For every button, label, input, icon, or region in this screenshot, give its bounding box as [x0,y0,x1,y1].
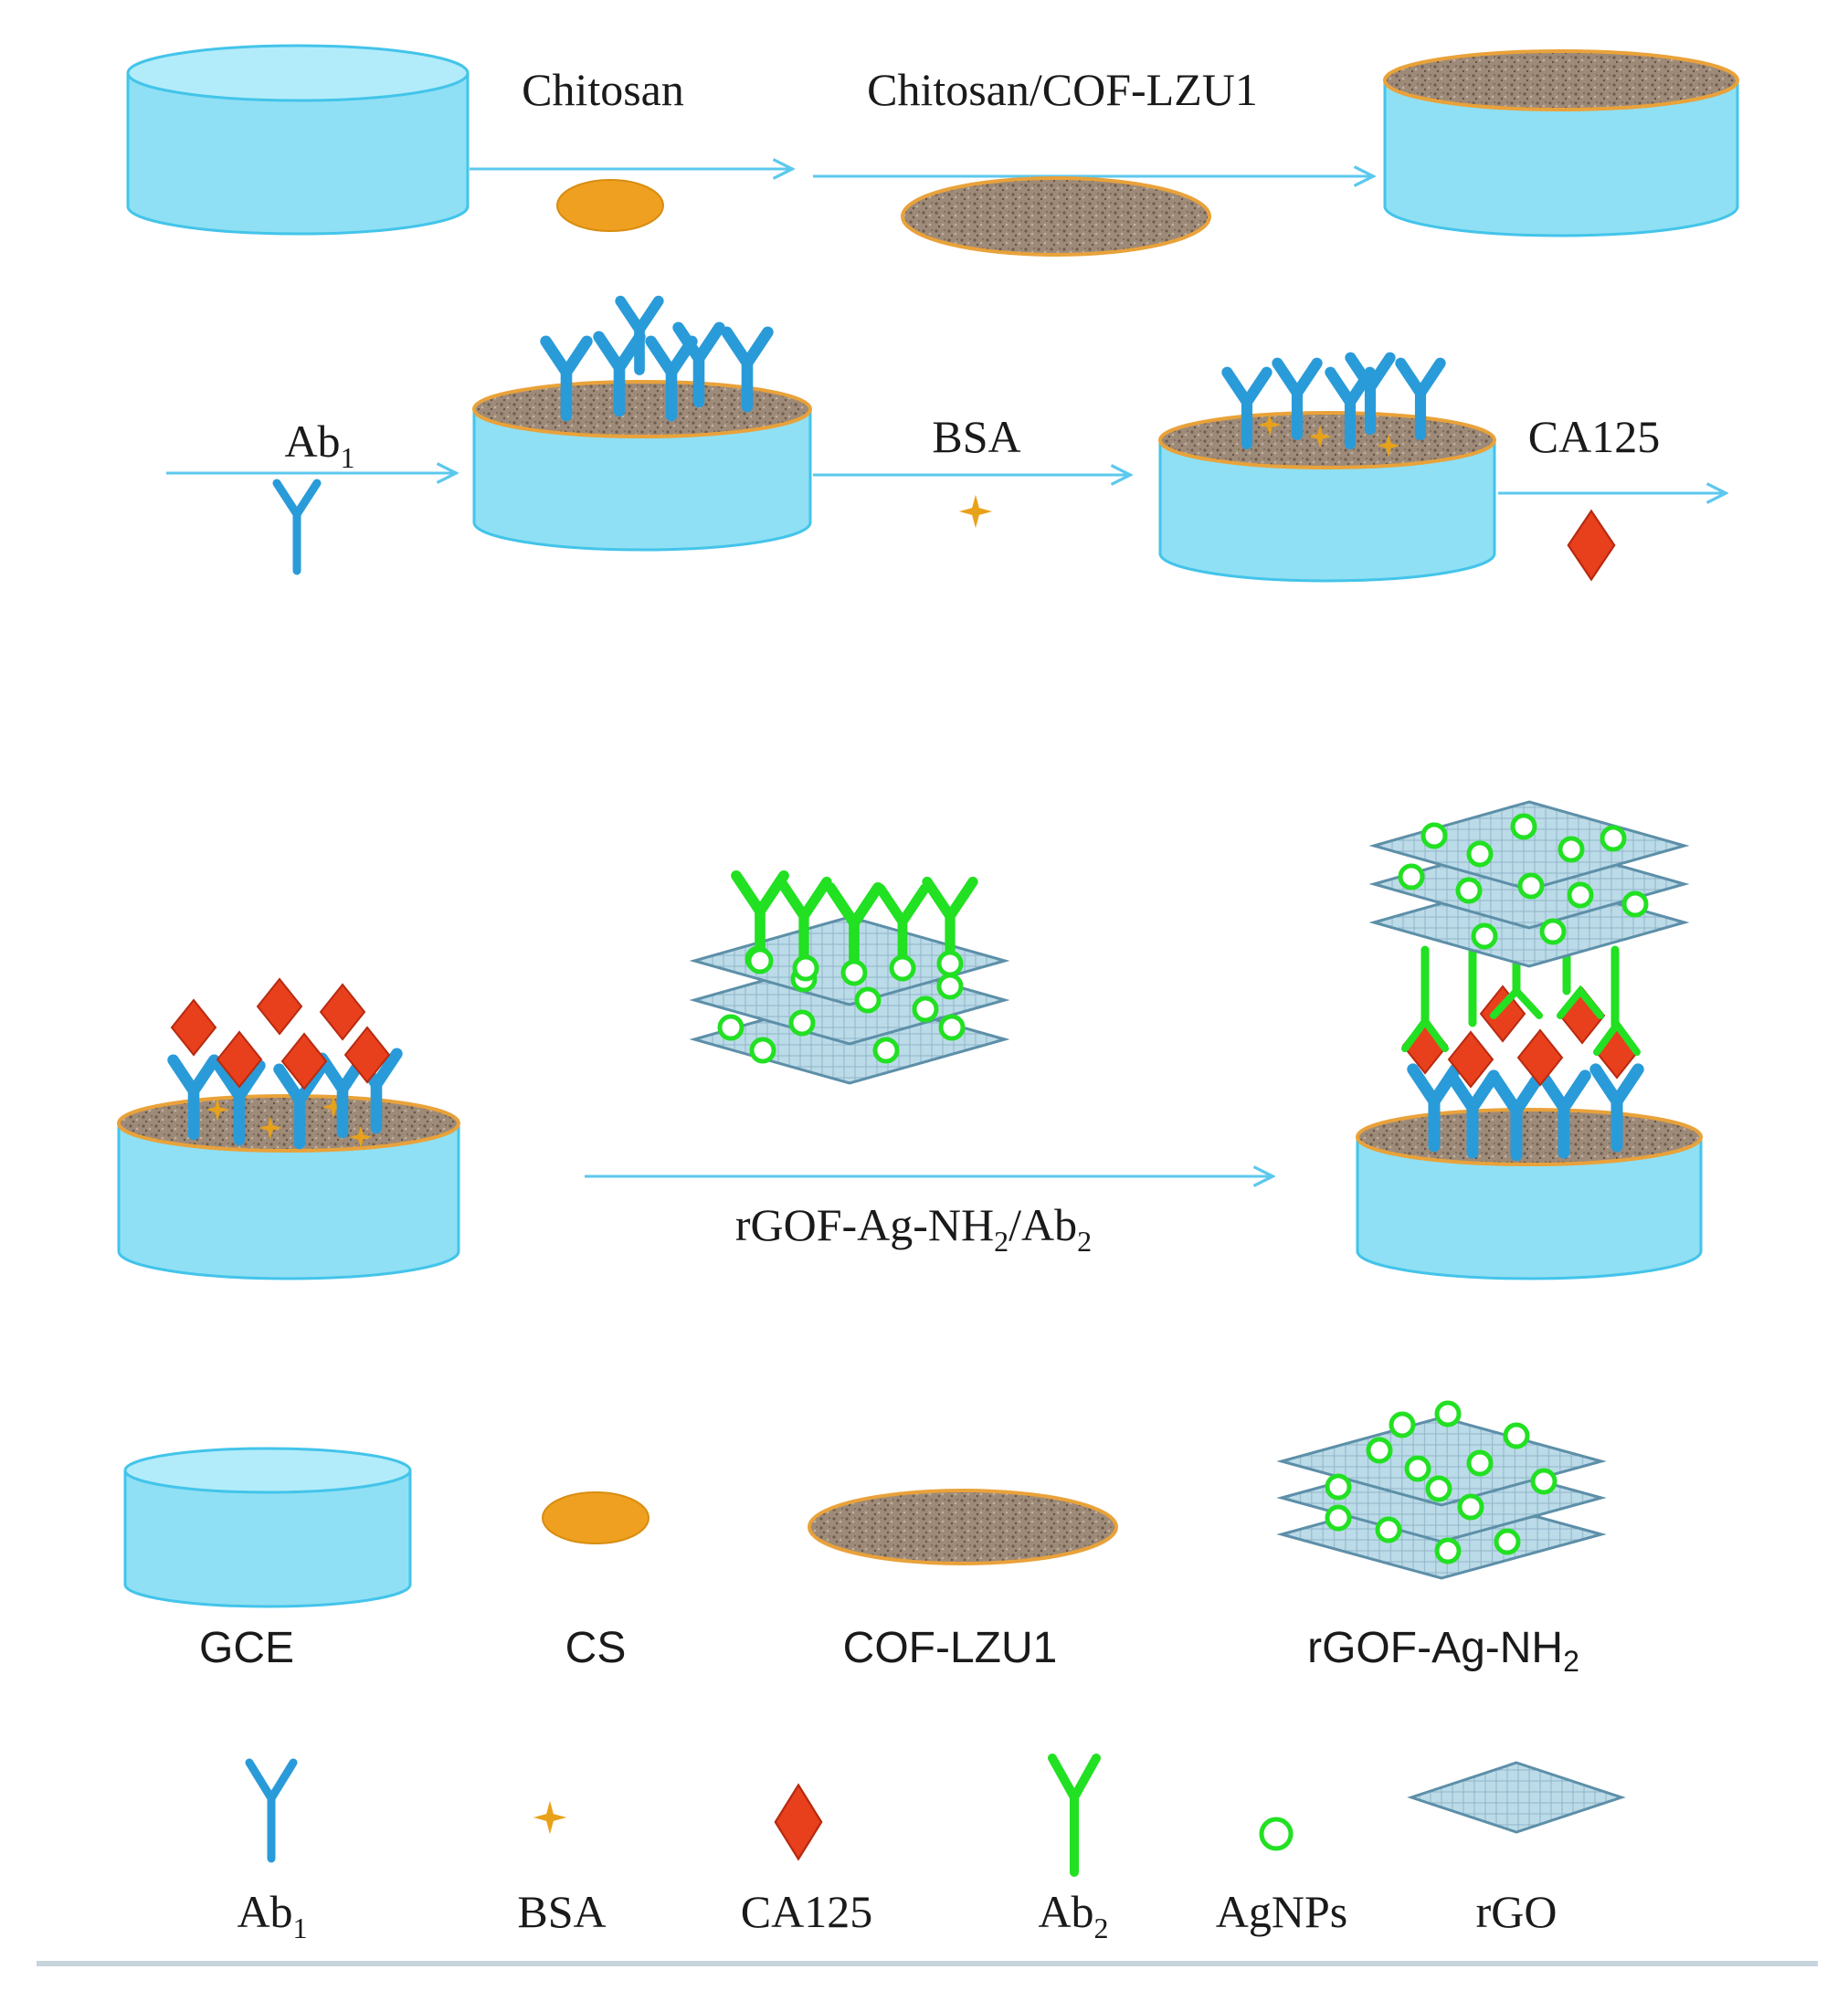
step3-sandwich-immunosensor [1356,800,1703,1280]
label-chitosan-cof: Chitosan/COF-LZU1 [867,64,1258,115]
legend-label-ab1: Ab1 [237,1886,307,1944]
step2-ab1-gce [472,301,812,552]
agnp-particle [1602,827,1624,849]
legend-label-cof-lzu1: COF-LZU1 [843,1624,1058,1672]
agnp-particle [1437,1540,1459,1562]
label-chitosan: Chitosan [522,64,684,115]
agnp-particle [1327,1476,1349,1498]
legend-label-rgo: rGO [1476,1886,1558,1937]
legend-ab2-icon [1048,1754,1101,1877]
legend-label-rgof-ag-nh2: rGOF-Ag-NH2 [1307,1624,1579,1678]
agnp-particle [1473,925,1495,947]
agnp-particle [1400,866,1422,888]
bsa-reagent-icon [958,494,993,529]
agnp-particle [875,1039,897,1061]
legend-label-cs: CS [565,1624,627,1672]
rgof-ag-ab2-probe [692,876,1007,1085]
agnp-particle [720,1017,742,1038]
agnp-particle [1368,1439,1390,1461]
agnp-particle [1428,1478,1450,1500]
agnp-particle [1520,875,1542,897]
legend-rgo-icon [1407,1761,1626,1834]
agnp-particle [1469,1452,1491,1474]
agnp-particle [1569,884,1591,906]
agnp-particle [1560,838,1582,860]
ca125-bound [171,999,216,1056]
ca125-bound [1517,1029,1563,1086]
agnp-particle [857,989,879,1011]
agnp-particle [1458,880,1480,901]
legend-label-bsa: BSA [517,1886,606,1937]
legend-agnps-icon [1259,1817,1294,1851]
step1-cs-cof-gce [1383,49,1739,237]
agnp-particle [749,950,771,972]
agnp-particle [1496,1531,1518,1553]
legend-cof-lzu1-icon [808,1489,1118,1565]
step1-bare-gce [126,44,470,236]
agnp-particle [1407,1458,1429,1480]
agnp-particle [1542,921,1564,943]
ca125-bound [320,984,365,1040]
legend-label-agnps: AgNPs [1216,1886,1347,1937]
label-ca125-step: CA125 [1528,411,1660,462]
label-rgof-ag-nh2-ab2: rGOF-Ag-NH2/Ab2 [735,1199,1092,1258]
legend-label-ab2: Ab2 [1038,1886,1108,1944]
legend-bsa-icon [533,1800,567,1835]
ca125-bound [257,978,302,1035]
agnp-particle [752,1039,774,1061]
legend-label-gce: GCE [199,1624,294,1672]
agnp-particle [1327,1507,1349,1529]
agnp-particle [1378,1519,1399,1541]
legend-cs-icon [542,1491,649,1544]
agnp-particle [1437,1403,1459,1425]
legend-rgof-ag-nh2-icon [1280,1403,1603,1580]
agnp-particle [914,998,936,1020]
cof-film [901,176,1211,257]
agnp-particle [1505,1425,1527,1447]
ca125-reagent-icon [1567,510,1616,581]
agnp-particle [1513,816,1535,837]
agnp-particle [1460,1496,1482,1518]
step2-ab1-bsa-gce [1158,358,1496,583]
agnp-particle [791,1012,813,1034]
chitosan-drop [556,179,664,232]
agnp-particle [1624,893,1646,915]
label-bsa-step: BSA [932,411,1020,462]
legend-label-ca125: CA125 [741,1886,872,1937]
agnp-particle [1469,843,1491,865]
agnp-particle [939,953,961,974]
ab1-reagent-icon [272,479,322,575]
agnp-particle [795,957,817,979]
agnp-particle [941,1017,963,1038]
agnp-particle [1533,1470,1555,1492]
legend-ca125-icon [774,1784,823,1860]
agnp-particle [892,957,913,979]
legend-gce-icon [123,1447,412,1608]
legend-ab1-icon [245,1758,298,1863]
agnp-particle [843,962,865,984]
step3-ca125-captured-gce [117,978,460,1280]
label-ab1-step: Ab1 [284,416,354,474]
agnp-particle [939,975,961,997]
agnp-particle [1423,825,1445,847]
agnp-particle [1391,1414,1413,1436]
